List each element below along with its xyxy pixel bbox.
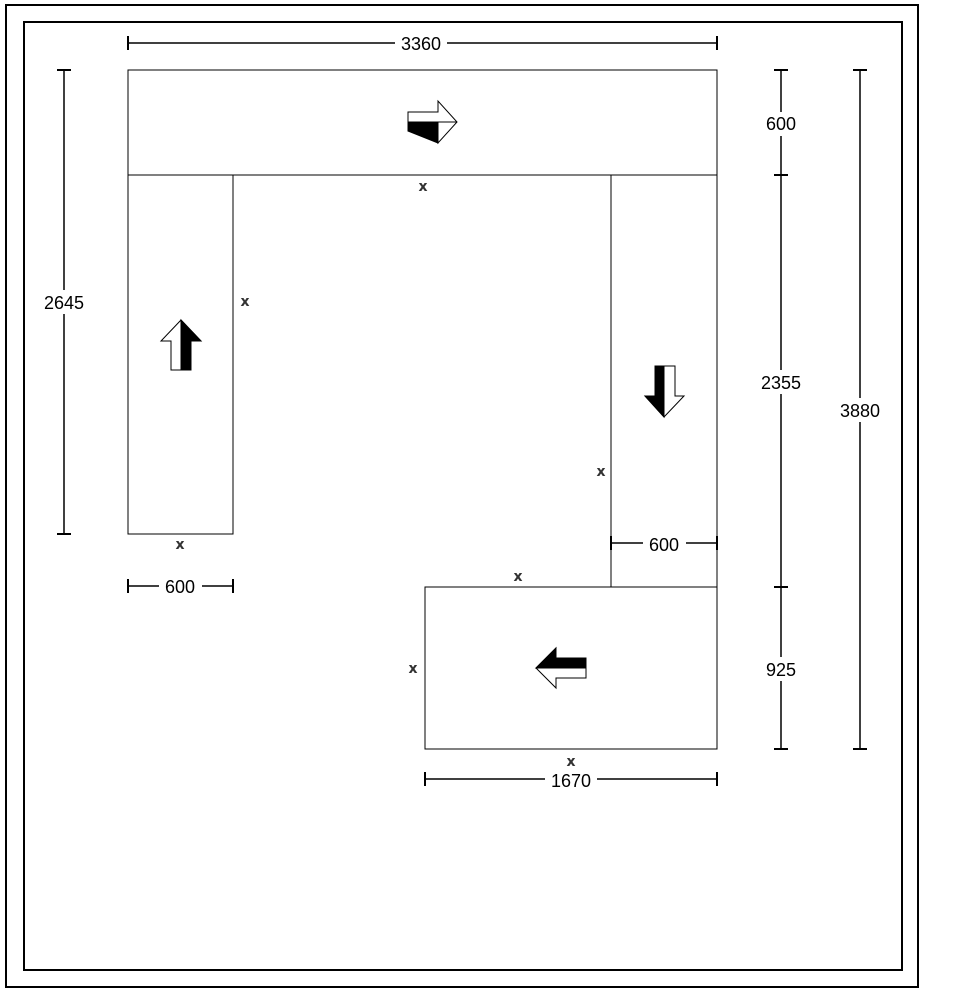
- edge-mark-bottom-panel-end: x: [566, 754, 575, 770]
- edge-mark-bottom-panel-left: x: [408, 661, 417, 677]
- dimension-right-total-height: 3880: [832, 69, 888, 750]
- edge-mark-left-panel-end: x: [175, 537, 184, 553]
- dimension-left-width: 600: [127, 575, 234, 597]
- dimension-label-right-top-depth: 600: [766, 114, 796, 134]
- edge-mark-bottom-panel-top: x: [513, 569, 522, 585]
- dimension-label-top-width: 3360: [401, 34, 441, 54]
- arrow-up-icon: [159, 318, 203, 371]
- dimension-label-right-bottom-height: 925: [766, 660, 796, 680]
- dimension-label-right-middle-height: 2355: [761, 373, 801, 393]
- dimension-label-bottom-width: 1670: [551, 771, 591, 791]
- arrow-down-icon: [643, 365, 686, 419]
- edge-mark-top-panel: x: [418, 179, 427, 195]
- arrow-right-icon: [407, 99, 458, 145]
- dimension-label-right-total-height: 3880: [840, 401, 880, 421]
- dimension-label-right-leg-width: 600: [649, 535, 679, 555]
- dimension-right-leg-width: 600: [610, 532, 718, 555]
- dimension-label-left-height: 2645: [44, 293, 84, 313]
- dimension-right-segments: 600 2355 925: [752, 69, 810, 750]
- edge-mark-right-panel-side: x: [596, 464, 605, 480]
- dimension-label-left-width: 600: [165, 577, 195, 597]
- edge-mark-left-panel-side: x: [240, 294, 249, 310]
- arrow-left-icon: [534, 646, 587, 690]
- outer-frame: [5, 4, 919, 988]
- dimension-bottom-width: 1670: [424, 768, 718, 791]
- dimension-top-width: 3360: [127, 32, 718, 54]
- dimension-left-height: 2645: [36, 69, 92, 535]
- inner-frame: [23, 21, 903, 971]
